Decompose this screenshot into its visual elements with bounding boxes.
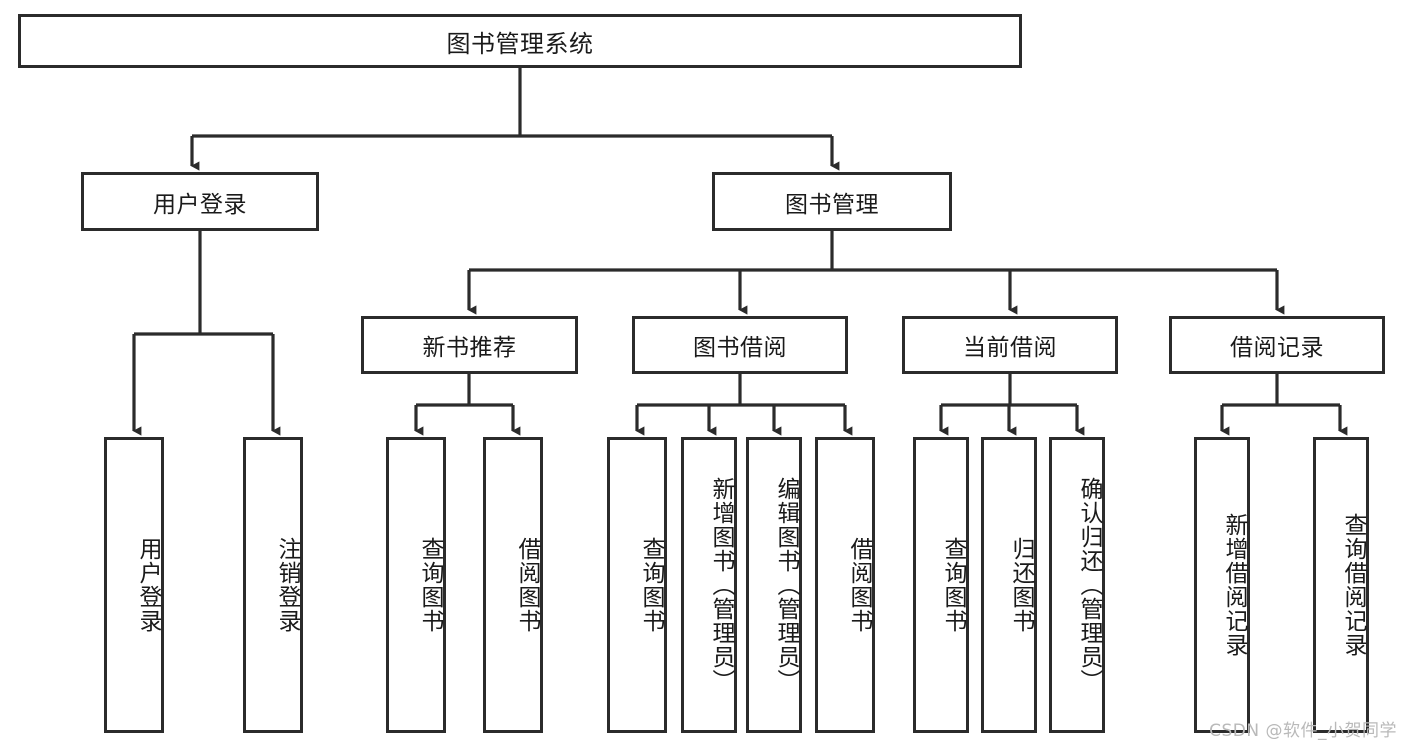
node-new-book-recommend[interactable]: 新书推荐 — [361, 316, 578, 374]
node-borrow-record[interactable]: 借阅记录 — [1169, 316, 1385, 374]
node-label: 确认归还（管理员） — [1076, 477, 1102, 693]
node-leaf-borrow-book-2[interactable]: 借阅图书 — [815, 437, 875, 733]
node-leaf-user-login[interactable]: 用户登录 — [104, 437, 164, 733]
node-label: 图书借阅 — [693, 335, 787, 361]
node-leaf-add-book[interactable]: 新增图书（管理员） — [681, 437, 737, 733]
node-label: 编辑图书（管理员） — [773, 477, 799, 693]
node-label: 借阅图书 — [514, 537, 540, 633]
node-leaf-return-book[interactable]: 归还图书 — [981, 437, 1037, 733]
node-label: 新书推荐 — [422, 335, 517, 361]
node-label: 新增图书（管理员） — [708, 477, 734, 693]
node-label: 当前借阅 — [963, 335, 1057, 361]
node-label: 用户登录 — [135, 537, 161, 633]
csdn-watermark: CSDN @软件_小贺同学 — [1209, 721, 1397, 741]
node-label: 图书管理 — [785, 191, 879, 218]
node-label: 用户登录 — [153, 191, 247, 218]
node-leaf-edit-book[interactable]: 编辑图书（管理员） — [746, 437, 802, 733]
node-label: 借阅图书 — [846, 537, 872, 633]
node-leaf-query-book-2[interactable]: 查询图书 — [607, 437, 667, 733]
node-label: 归还图书 — [1008, 537, 1034, 633]
node-leaf-query-book-3[interactable]: 查询图书 — [913, 437, 969, 733]
node-leaf-query-borrow-record[interactable]: 查询借阅记录 — [1313, 437, 1369, 733]
node-label: 查询图书 — [638, 537, 664, 633]
node-leaf-add-borrow-record[interactable]: 新增借阅记录 — [1194, 437, 1250, 733]
node-root-book-management-system[interactable]: 图书管理系统 — [18, 14, 1022, 68]
node-book-management[interactable]: 图书管理 — [712, 172, 952, 231]
node-leaf-confirm-return[interactable]: 确认归还（管理员） — [1049, 437, 1105, 733]
node-leaf-query-book-1[interactable]: 查询图书 — [386, 437, 446, 733]
node-leaf-logout-login[interactable]: 注销登录 — [243, 437, 303, 733]
node-label: 借阅记录 — [1230, 335, 1324, 361]
node-label: 查询图书 — [417, 537, 443, 633]
node-label: 注销登录 — [274, 537, 300, 633]
node-current-borrow[interactable]: 当前借阅 — [902, 316, 1118, 374]
node-label: 查询借阅记录 — [1340, 513, 1366, 657]
node-label: 查询图书 — [940, 537, 966, 633]
node-label: 图书管理系统 — [446, 29, 594, 58]
node-book-borrow[interactable]: 图书借阅 — [632, 316, 848, 374]
node-user-login[interactable]: 用户登录 — [81, 172, 319, 231]
node-leaf-borrow-book-1[interactable]: 借阅图书 — [483, 437, 543, 733]
node-label: 新增借阅记录 — [1221, 513, 1247, 657]
